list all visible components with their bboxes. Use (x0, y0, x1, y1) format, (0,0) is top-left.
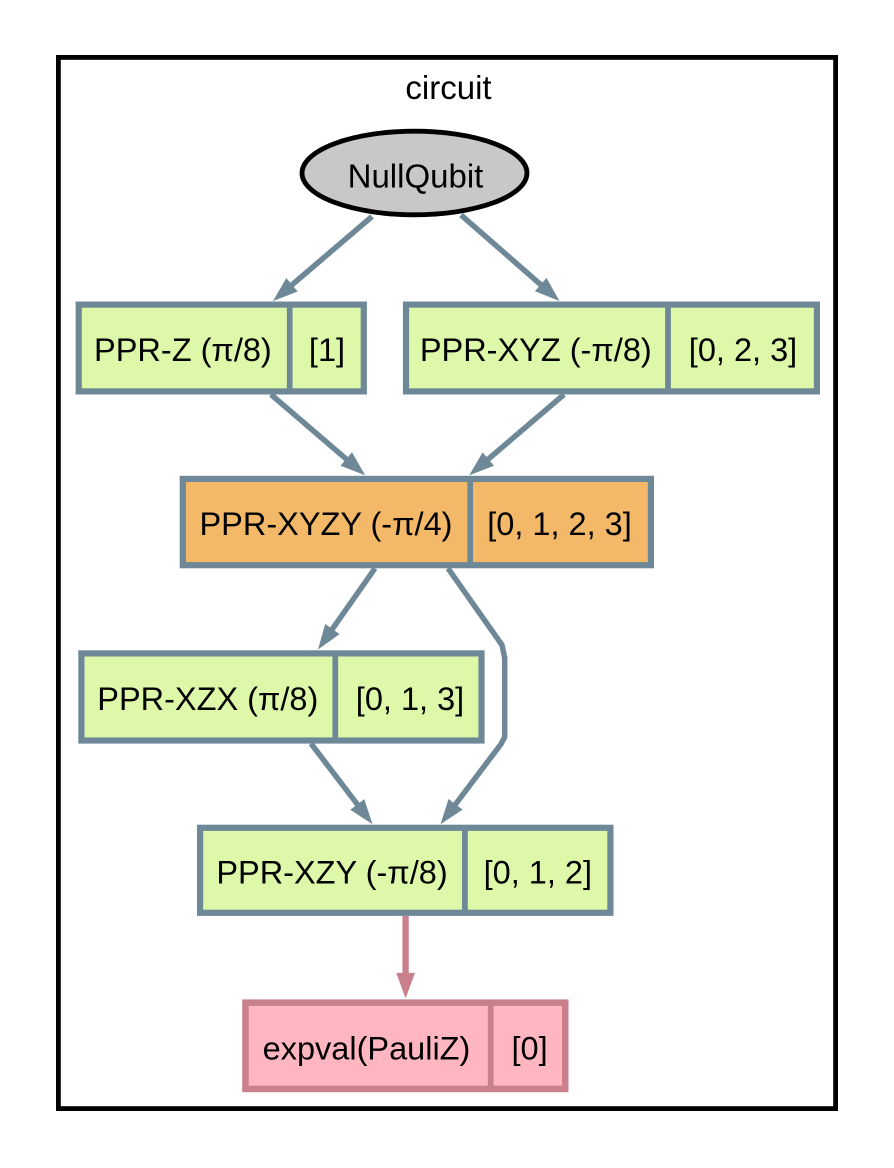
svg-text:PPR-XYZ (-π/8): PPR-XYZ (-π/8) (420, 332, 652, 368)
svg-text:[0, 1, 3]: [0, 1, 3] (356, 681, 464, 717)
svg-text:circuit: circuit (405, 69, 491, 106)
svg-text:[0, 1, 2]: [0, 1, 2] (484, 854, 592, 890)
svg-text:PPR-XZX (π/8): PPR-XZX (π/8) (97, 681, 318, 717)
svg-text:[0, 1, 2, 3]: [0, 1, 2, 3] (487, 506, 632, 542)
svg-text:PPR-Z (π/8): PPR-Z (π/8) (94, 332, 272, 368)
svg-text:PPR-XZY (-π/8): PPR-XZY (-π/8) (216, 854, 447, 890)
svg-text:expval(PauliZ): expval(PauliZ) (263, 1030, 471, 1066)
svg-text:NullQubit: NullQubit (348, 157, 484, 194)
svg-text:[0]: [0] (512, 1030, 548, 1066)
svg-text:PPR-XYZY (-π/4): PPR-XYZY (-π/4) (200, 506, 453, 542)
svg-text:[0, 2, 3]: [0, 2, 3] (689, 332, 797, 368)
svg-text:[1]: [1] (309, 332, 345, 368)
